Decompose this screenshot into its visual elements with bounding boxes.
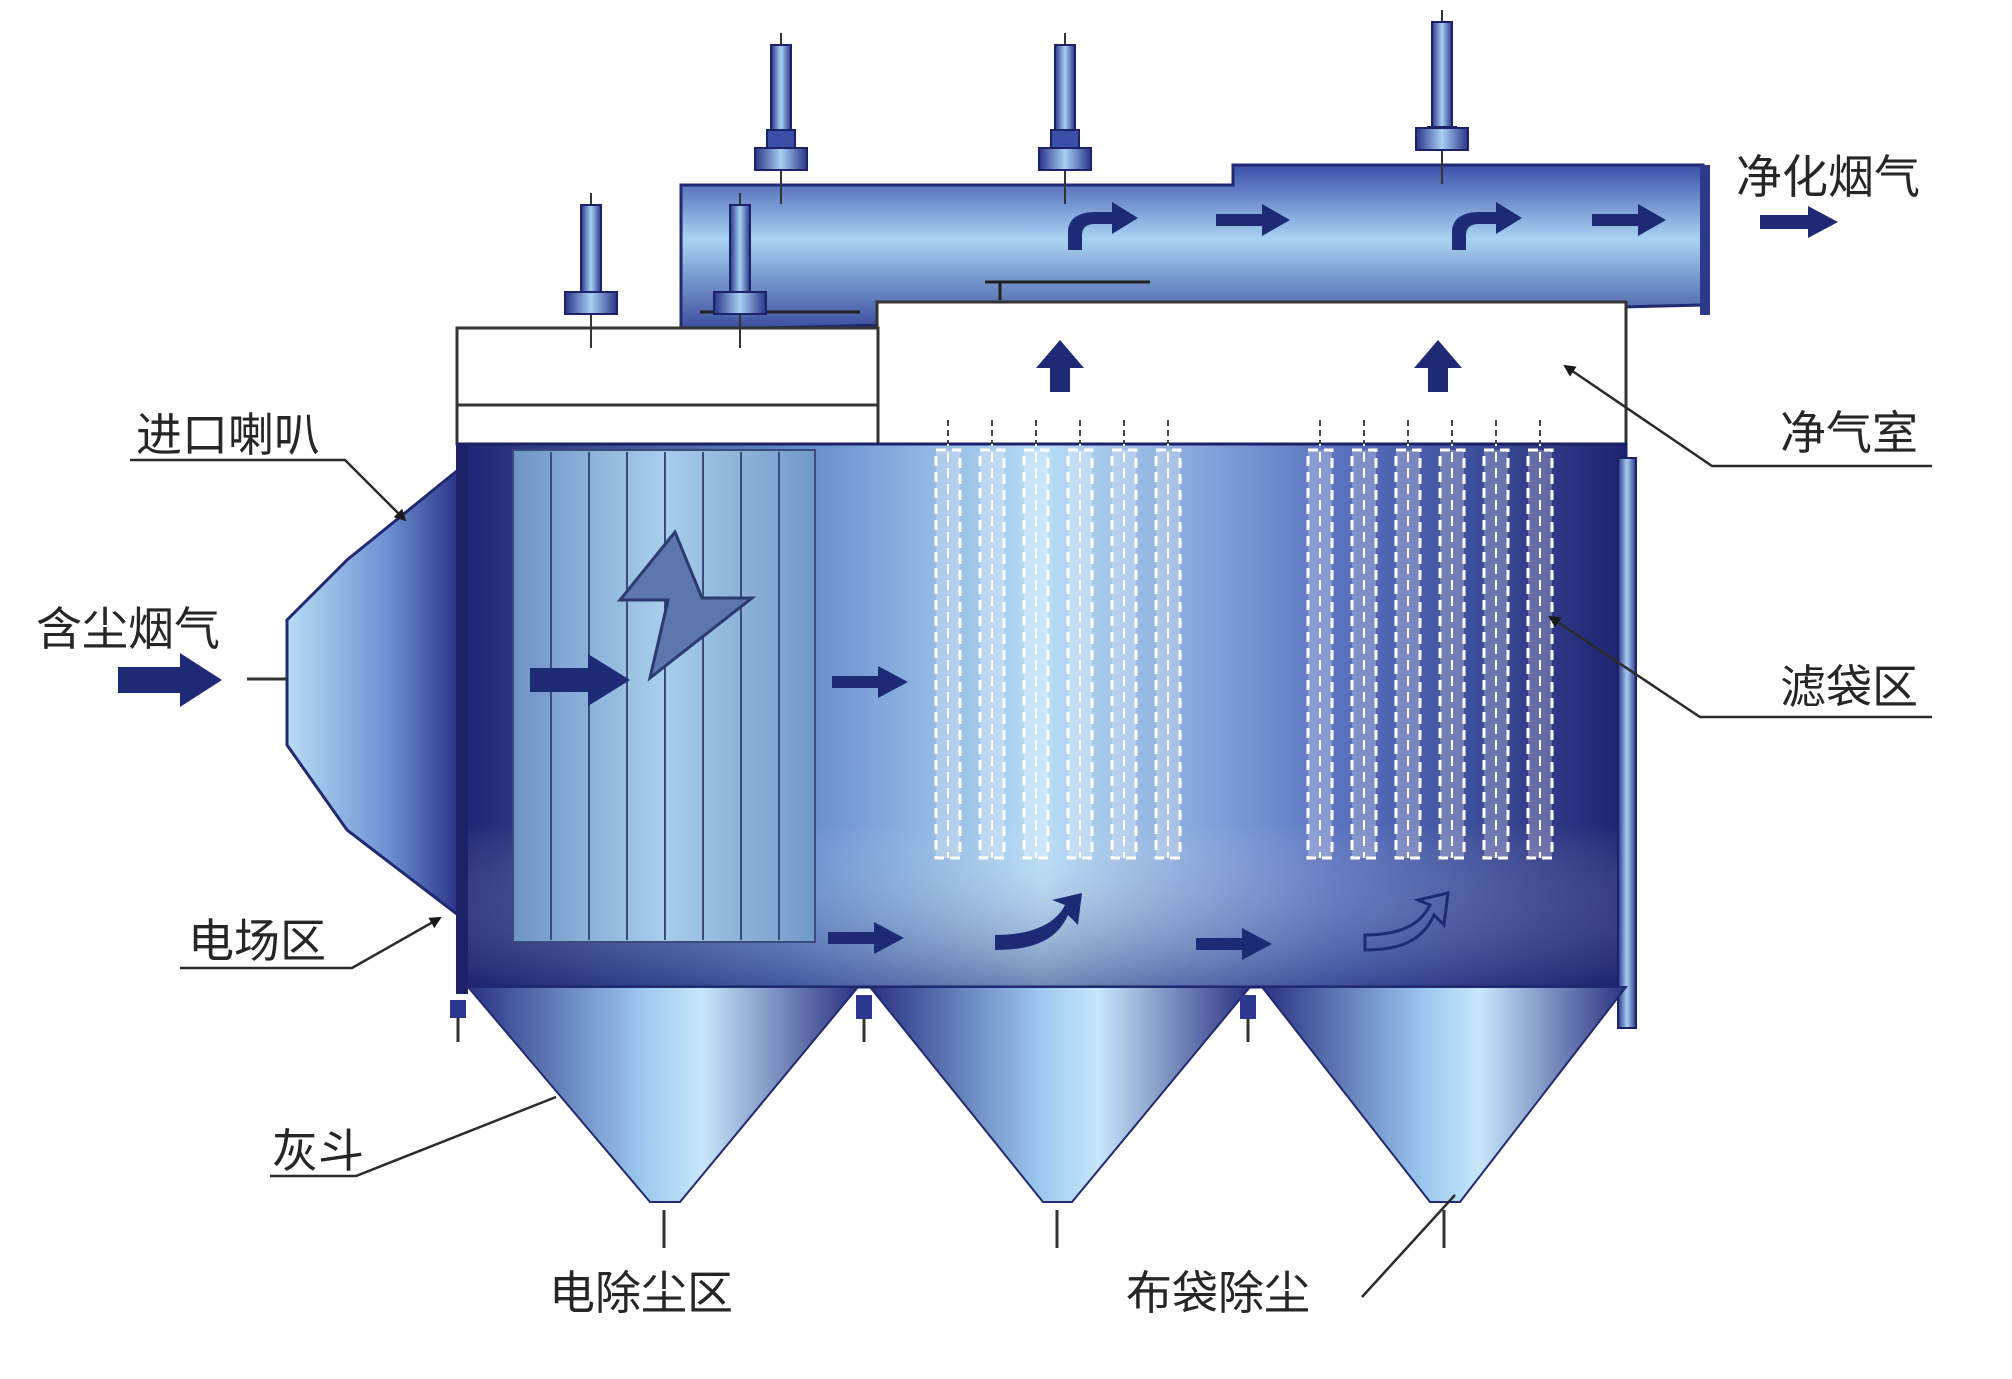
rapper-rod <box>1415 10 1469 184</box>
filter-bag <box>934 420 962 860</box>
ash-hoppers <box>465 986 1629 1248</box>
flow-arrow-icon <box>118 653 222 707</box>
electrode-plates <box>550 452 780 940</box>
leader-ash-hopper <box>270 1095 557 1178</box>
leader-lines <box>130 364 1932 1298</box>
label-esp-zone: 电除尘区 <box>549 1266 733 1320</box>
leader-bag-zone <box>1548 615 1932 719</box>
flow-arrow-icon <box>1760 206 1838 238</box>
leader-inlet-horn <box>130 458 407 522</box>
label-field-zone: 电场区 <box>188 914 326 968</box>
flow-arrow-icon <box>1216 204 1290 236</box>
flow-arrow-icon <box>1592 204 1666 236</box>
filter-bag <box>1022 420 1050 860</box>
flow-arrow-icon <box>1068 202 1138 250</box>
flow-arrow-icon <box>832 666 908 698</box>
label-bag-dust: 布袋除尘 <box>1126 1266 1310 1320</box>
filter-bag <box>1306 420 1334 860</box>
label-dusty-gas: 含尘烟气 <box>36 602 220 656</box>
filter-bag <box>1482 420 1510 860</box>
filter-bag <box>1154 420 1182 860</box>
filter-bag <box>1110 420 1138 860</box>
leader-clean-chamber <box>1563 364 1932 468</box>
clean-chamber <box>875 300 1628 446</box>
filter-bag <box>1350 420 1378 860</box>
leader-bag-dust <box>1361 1194 1456 1298</box>
flow-arrow-icon <box>828 922 904 954</box>
rapper-rod <box>754 33 808 204</box>
filter-bag <box>978 420 1006 860</box>
label-inlet-horn: 进口喇叭 <box>136 408 320 462</box>
flow-arrow-icon <box>995 893 1082 950</box>
label-ash-hopper: 灰斗 <box>272 1124 364 1178</box>
leader-field-zone <box>180 916 442 970</box>
label-clean-gas: 净化烟气 <box>1736 150 1920 204</box>
rapper-rods <box>564 10 1469 348</box>
flow-arrow-icon <box>1414 340 1462 392</box>
flow-arrow-icon <box>1196 928 1272 960</box>
flow-arrow-icon <box>1036 340 1084 392</box>
label-bag-zone: 滤袋区 <box>1780 660 1918 714</box>
esp-electrode-panel <box>512 449 816 943</box>
flow-arrow-icon <box>1363 891 1450 952</box>
label-clean-chamber: 净气室 <box>1780 406 1918 460</box>
filter-bag <box>1526 420 1554 860</box>
filter-bag <box>1438 420 1466 860</box>
hopper-flanges <box>450 995 1256 1042</box>
filter-bags <box>934 420 1554 860</box>
lightning-bolt-icon <box>616 529 757 682</box>
rapper-rod <box>1038 33 1092 204</box>
inlet-horn <box>247 466 460 919</box>
filter-bag <box>1394 420 1422 860</box>
flow-arrows <box>118 202 1838 960</box>
inlet-top-box <box>455 326 880 446</box>
rapper-rod <box>564 193 618 348</box>
rapper-rod <box>713 193 767 348</box>
filter-bag <box>1066 420 1094 860</box>
flow-arrow-icon <box>530 654 630 706</box>
flow-arrow-icon <box>1452 202 1522 250</box>
